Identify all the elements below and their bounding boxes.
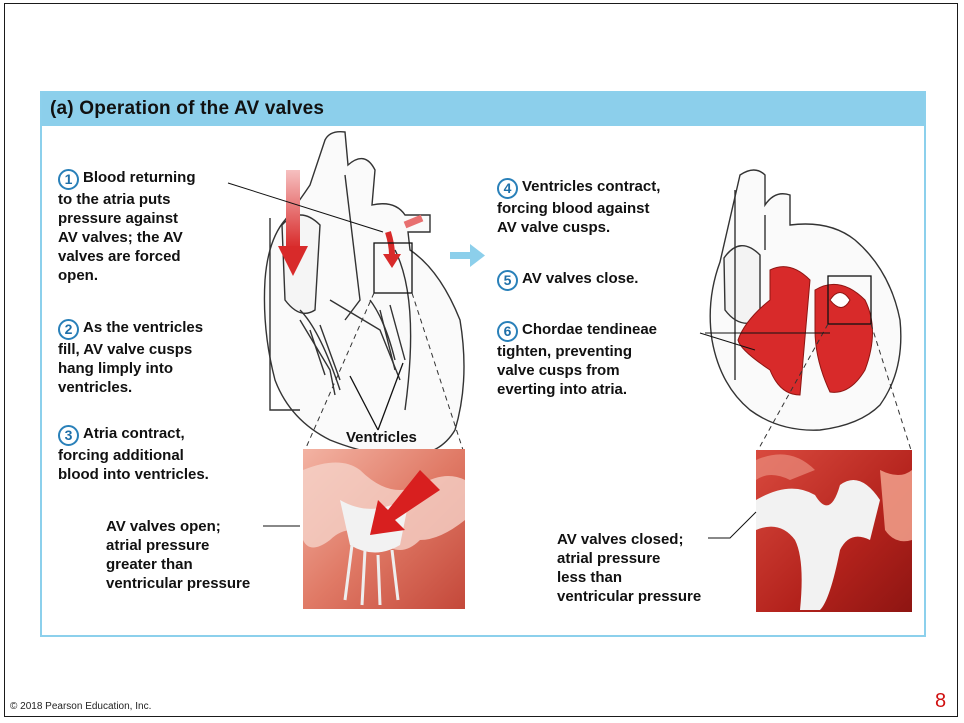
- copyright-notice: © 2018 Pearson Education, Inc.: [10, 701, 151, 712]
- closed-valve-closeup: [756, 450, 912, 612]
- closed-caption: AV valves closed; atrial pressure less t…: [557, 530, 701, 606]
- open-caption-line: AV valves open;: [106, 517, 250, 536]
- open-caption-line: ventricular pressure: [106, 574, 250, 593]
- open-caption-line: atrial pressure: [106, 536, 250, 555]
- open-caption: AV valves open; atrial pressure greater …: [106, 517, 250, 593]
- open-caption-line: greater than: [106, 555, 250, 574]
- closed-caption-line: AV valves closed;: [557, 530, 701, 549]
- ventricles-label: Ventricles: [346, 428, 417, 447]
- transition-arrow: [450, 244, 485, 267]
- closed-caption-line: less than: [557, 568, 701, 587]
- open-valve-closeup: [303, 449, 465, 609]
- closed-caption-line: ventricular pressure: [557, 587, 701, 606]
- closed-caption-line: atrial pressure: [557, 549, 701, 568]
- page-number: 8: [935, 690, 946, 713]
